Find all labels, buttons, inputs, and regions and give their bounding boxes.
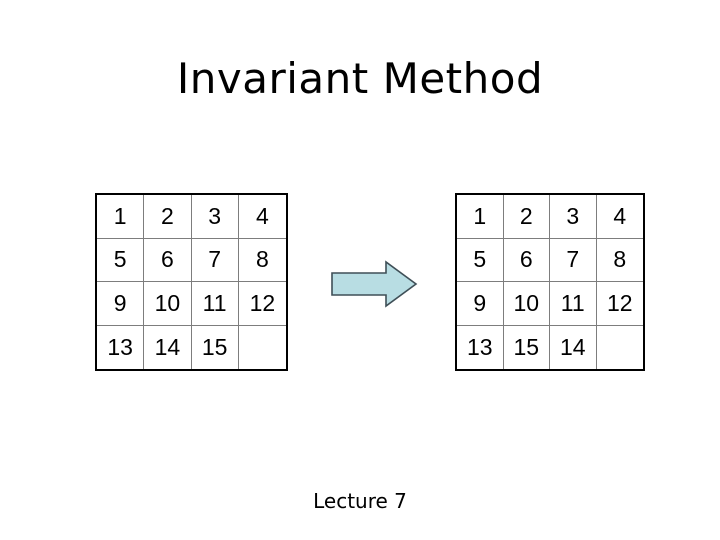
slide-footer-label: Lecture 7 — [313, 489, 407, 513]
puzzle-cell: 5 — [457, 238, 504, 282]
puzzle-cell: 9 — [457, 282, 504, 326]
puzzle-cell: 8 — [238, 238, 286, 282]
puzzle-cell: 11 — [550, 282, 597, 326]
puzzle-cell: 15 — [191, 325, 239, 369]
puzzle-cell: 2 — [503, 195, 550, 239]
puzzle-cell: 6 — [144, 238, 192, 282]
puzzle-cell: 3 — [191, 195, 239, 239]
puzzle-grid-right: 1 2 3 4 5 6 7 8 9 10 11 12 13 15 14 — [455, 193, 645, 371]
puzzle-cell: 6 — [503, 238, 550, 282]
puzzle-cell: 4 — [596, 195, 643, 239]
puzzle-cell: 7 — [191, 238, 239, 282]
puzzle-cell: 1 — [457, 195, 504, 239]
puzzle-cell: 7 — [550, 238, 597, 282]
puzzle-grid-left: 1 2 3 4 5 6 7 8 9 10 11 12 13 14 15 — [95, 193, 288, 371]
puzzle-cell: 15 — [503, 325, 550, 369]
puzzle-cell: 11 — [191, 282, 239, 326]
puzzle-cell: 8 — [596, 238, 643, 282]
puzzle-cell: 10 — [144, 282, 192, 326]
puzzle-cell: 13 — [97, 325, 145, 369]
puzzle-cell-empty — [596, 325, 643, 369]
puzzle-cell: 13 — [457, 325, 504, 369]
puzzle-cell: 14 — [550, 325, 597, 369]
puzzle-cell: 3 — [550, 195, 597, 239]
puzzle-cell: 14 — [144, 325, 192, 369]
puzzle-cell: 5 — [97, 238, 145, 282]
puzzle-cell: 12 — [238, 282, 286, 326]
right-arrow-icon — [328, 259, 420, 309]
puzzle-cell: 9 — [97, 282, 145, 326]
puzzle-cell: 12 — [596, 282, 643, 326]
page-title: Invariant Method — [176, 54, 544, 103]
puzzle-cell-empty — [238, 325, 286, 369]
puzzle-cell: 4 — [238, 195, 286, 239]
puzzle-cell: 10 — [503, 282, 550, 326]
puzzle-cell: 1 — [97, 195, 145, 239]
puzzle-cell: 2 — [144, 195, 192, 239]
